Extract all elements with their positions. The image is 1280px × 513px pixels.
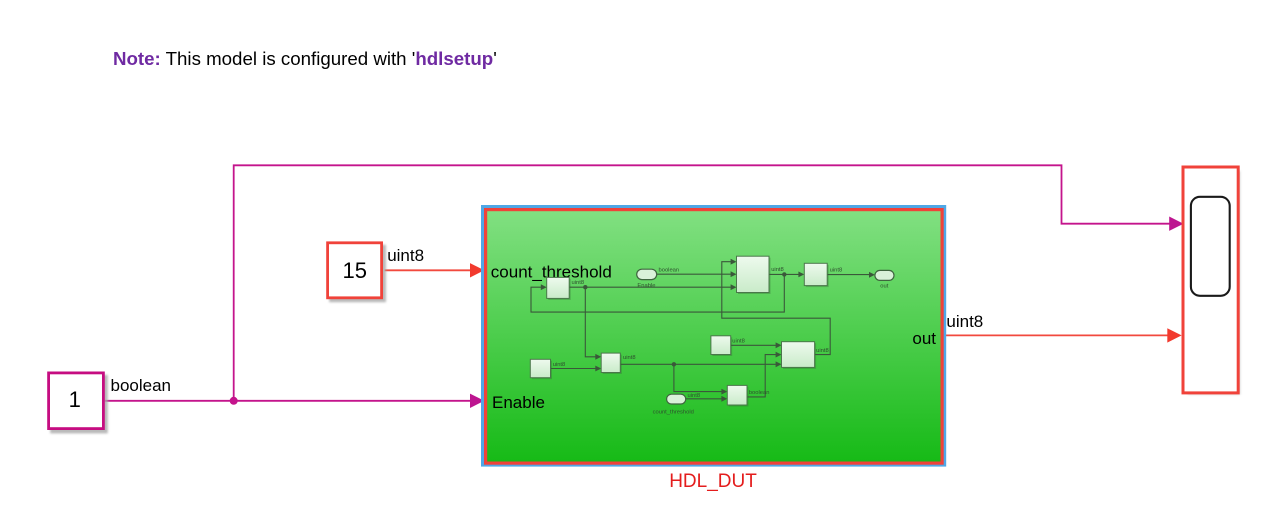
svg-text:boolean: boolean (659, 268, 680, 274)
svg-text:uint8: uint8 (688, 393, 701, 399)
svg-text:1: 1 (69, 387, 81, 412)
svg-text:uint8: uint8 (572, 280, 585, 286)
svg-text:uint8: uint8 (830, 268, 843, 274)
svg-text:HDL_DUT: HDL_DUT (669, 471, 757, 492)
svg-text:uint8: uint8 (387, 246, 424, 265)
svg-text:out: out (880, 283, 888, 289)
svg-text:count_threshold: count_threshold (491, 263, 612, 282)
svg-text:out: out (912, 329, 936, 348)
svg-text:uint8: uint8 (816, 348, 829, 354)
svg-text:uint8: uint8 (732, 339, 745, 345)
svg-text:boolean: boolean (749, 390, 770, 396)
svg-text:15: 15 (343, 258, 367, 283)
svg-text:Enable: Enable (492, 393, 545, 412)
svg-text:boolean: boolean (111, 376, 172, 395)
svg-text:uint8: uint8 (946, 312, 983, 331)
svg-text:uint8: uint8 (623, 355, 636, 361)
svg-text:count_threshold: count_threshold (653, 410, 694, 416)
svg-text:Enable: Enable (637, 283, 655, 289)
svg-text:uint8: uint8 (771, 267, 784, 273)
svg-text:uint8: uint8 (553, 362, 566, 368)
svg-text:Note: This model is configured: Note: This model is configured with 'hdl… (113, 48, 497, 69)
